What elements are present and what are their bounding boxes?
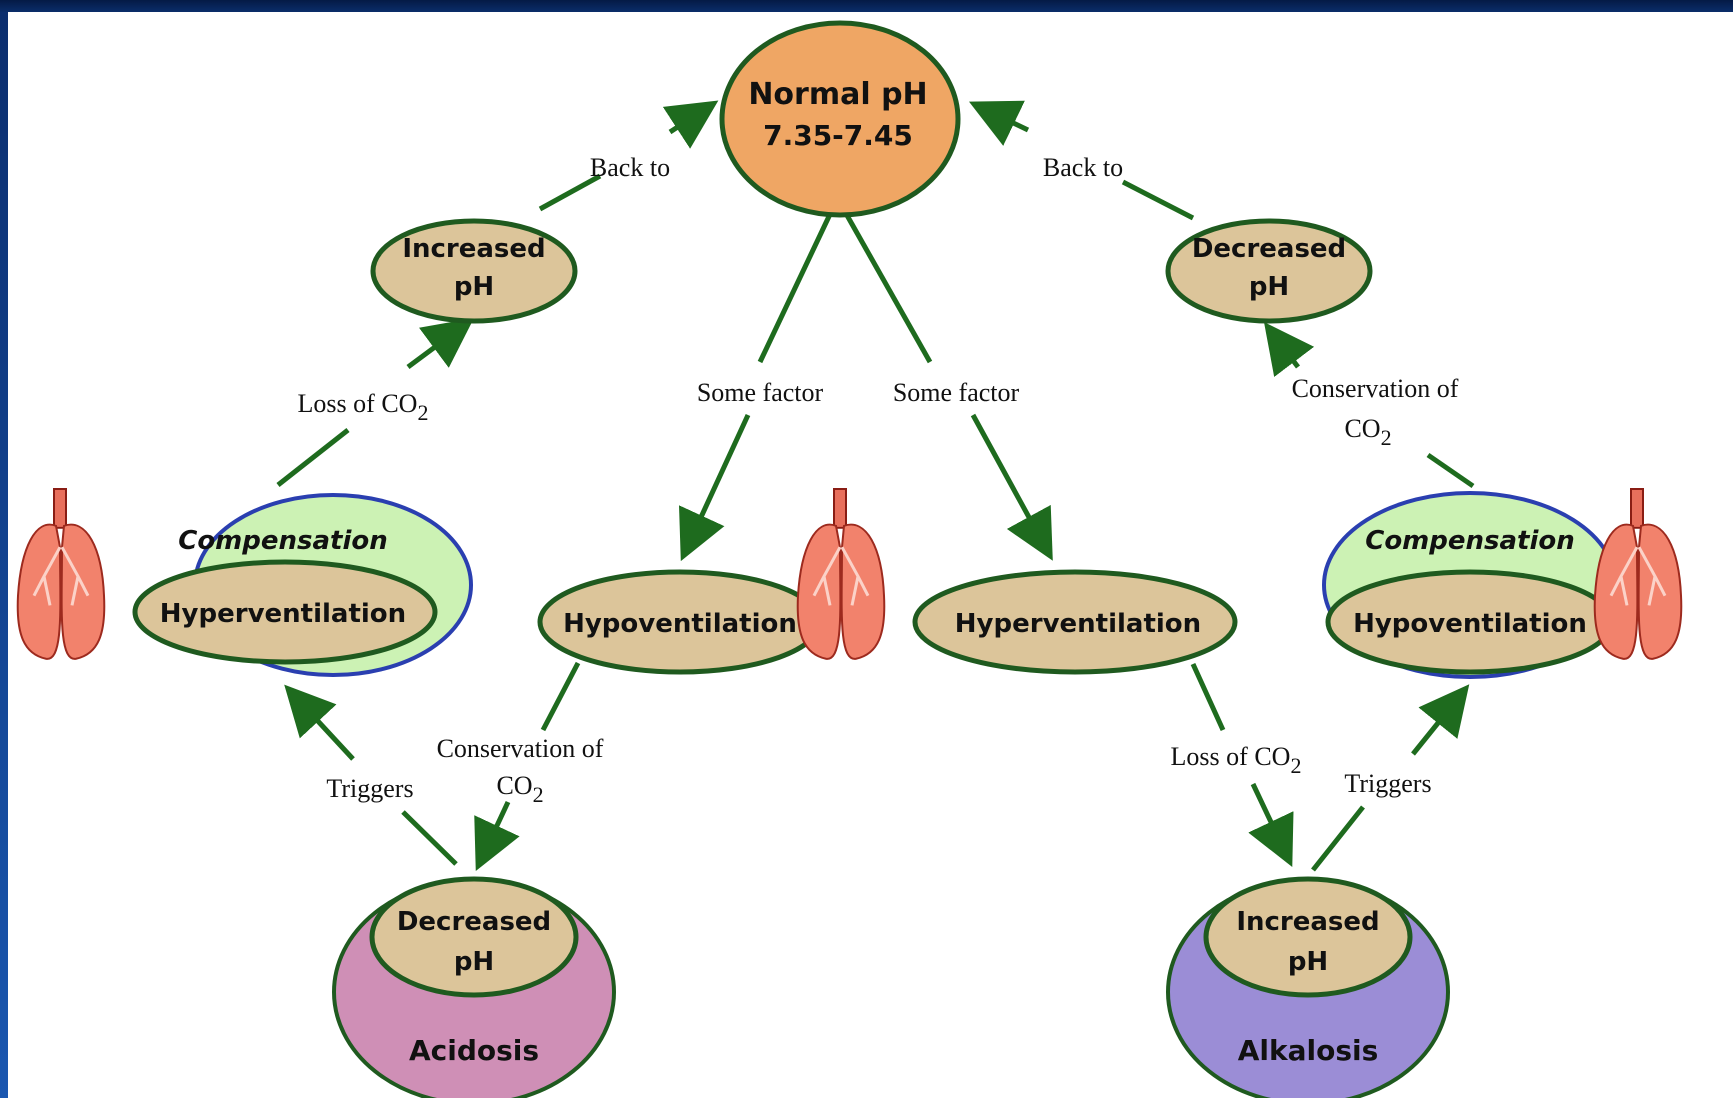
normal-ph-range: 7.35-7.45 <box>763 119 913 152</box>
alkalosis-label: Alkalosis <box>1238 1034 1379 1067</box>
node-center-hypoventilation: Hypoventilation <box>537 569 823 675</box>
link-loss-co2-left-line2 <box>406 318 475 370</box>
link-back-to-left-line2 <box>662 100 719 149</box>
diagram-canvas: Back to Back to Some factor Some factor … <box>8 12 1733 1098</box>
link-some-factor-left-line1 <box>757 208 835 364</box>
node-alkalosis: Increased pH Alkalosis <box>1166 876 1450 1098</box>
label-loss-co2-left-sub: 2 <box>417 400 428 425</box>
node-center-hyperventilation: Hyperventilation <box>912 569 1238 675</box>
right-decreased-ph-line1: Decreased <box>1192 234 1346 264</box>
link-loss-co2-left-line1 <box>276 428 350 487</box>
right-decreased-ph-line2: pH <box>1249 272 1289 302</box>
right-compensation-title: Compensation <box>1365 526 1575 556</box>
label-loss-co2-right-text: Loss of CO <box>1171 742 1291 771</box>
label-conservation-right-co: CO <box>1344 414 1380 443</box>
label-triggers-right: Triggers <box>1344 769 1431 798</box>
label-conservation-right-sub: 2 <box>1381 425 1392 450</box>
link-some-factor-left-line2 <box>678 413 751 562</box>
left-compensation-inner: Hyperventilation <box>160 599 406 629</box>
label-loss-co2-left: Loss of CO2 <box>298 389 429 425</box>
label-conservation-center-line1: Conservation of <box>437 734 604 763</box>
slide-frame-top <box>0 0 1733 12</box>
label-loss-co2-right: Loss of CO2 <box>1171 742 1302 778</box>
label-triggers-left: Triggers <box>326 774 413 803</box>
link-triggers-right-line2 <box>1411 684 1470 756</box>
link-loss-co2-right-line1 <box>1190 662 1226 732</box>
left-increased-ph-line2: pH <box>454 272 494 302</box>
acidosis-inner-line2: pH <box>454 947 494 977</box>
ph-concept-map: Back to Back to Some factor Some factor … <box>16 20 1683 1098</box>
left-increased-ph-line1: Increased <box>402 234 545 264</box>
link-back-to-left-line1 <box>538 173 602 212</box>
link-back-to-right-line2 <box>968 100 1030 146</box>
link-some-factor-right-line2 <box>970 413 1053 561</box>
label-loss-co2-left-text: Loss of CO <box>298 389 418 418</box>
link-back-to-right-line1 <box>1121 179 1195 221</box>
acidosis-inner-line1: Decreased <box>397 907 551 937</box>
label-conservation-right-line1: Conservation of <box>1292 374 1459 403</box>
link-triggers-left-line1 <box>401 810 458 866</box>
left-compensation-title: Compensation <box>178 526 388 556</box>
acidosis-label: Acidosis <box>409 1034 539 1067</box>
link-triggers-left-line2 <box>284 684 355 761</box>
link-some-factor-right-line1 <box>841 208 933 364</box>
label-back-to-left: Back to <box>590 153 670 182</box>
lungs-icon <box>16 487 106 661</box>
connectors <box>276 100 1475 872</box>
link-conservation-center-line2 <box>474 800 520 872</box>
link-labels: Back to Back to Some factor Some factor … <box>298 153 1459 807</box>
link-triggers-right-line1 <box>1311 805 1365 872</box>
center-hypoventilation-label: Hypoventilation <box>563 609 797 639</box>
label-conservation-center-co: CO <box>496 771 532 800</box>
link-conservation-right-line2 <box>1263 322 1315 377</box>
right-compensation-inner: Hypoventilation <box>1353 609 1587 639</box>
link-conservation-right-line1 <box>1426 452 1475 489</box>
normal-ph-title: Normal pH <box>748 77 927 112</box>
center-hyperventilation-label: Hyperventilation <box>955 609 1201 639</box>
node-left-increased-ph: Increased pH <box>370 218 578 324</box>
alkalosis-inner-line1: Increased <box>1236 907 1379 937</box>
node-left-compensation: Compensation Hyperventilation <box>132 493 473 677</box>
link-conservation-center-line1 <box>540 661 581 732</box>
slide-frame-left <box>0 12 8 1098</box>
link-loss-co2-right-line2 <box>1248 782 1294 868</box>
label-some-factor-right: Some factor <box>893 378 1020 407</box>
node-right-decreased-ph: Decreased pH <box>1165 218 1373 324</box>
lungs-icon <box>796 487 886 661</box>
node-acidosis: Decreased pH Acidosis <box>332 876 616 1098</box>
label-conservation-right-line2: CO2 <box>1344 414 1391 450</box>
node-normal-ph: Normal pH 7.35-7.45 <box>719 20 961 218</box>
node-right-compensation: Compensation Hypoventilation <box>1322 491 1618 679</box>
label-conservation-center-line2: CO2 <box>496 771 543 807</box>
label-conservation-center-sub: 2 <box>533 782 544 807</box>
label-loss-co2-right-sub: 2 <box>1290 753 1301 778</box>
label-back-to-right: Back to <box>1043 153 1123 182</box>
label-some-factor-left: Some factor <box>697 378 824 407</box>
lungs-icon <box>1593 487 1683 661</box>
alkalosis-inner-line2: pH <box>1288 947 1328 977</box>
